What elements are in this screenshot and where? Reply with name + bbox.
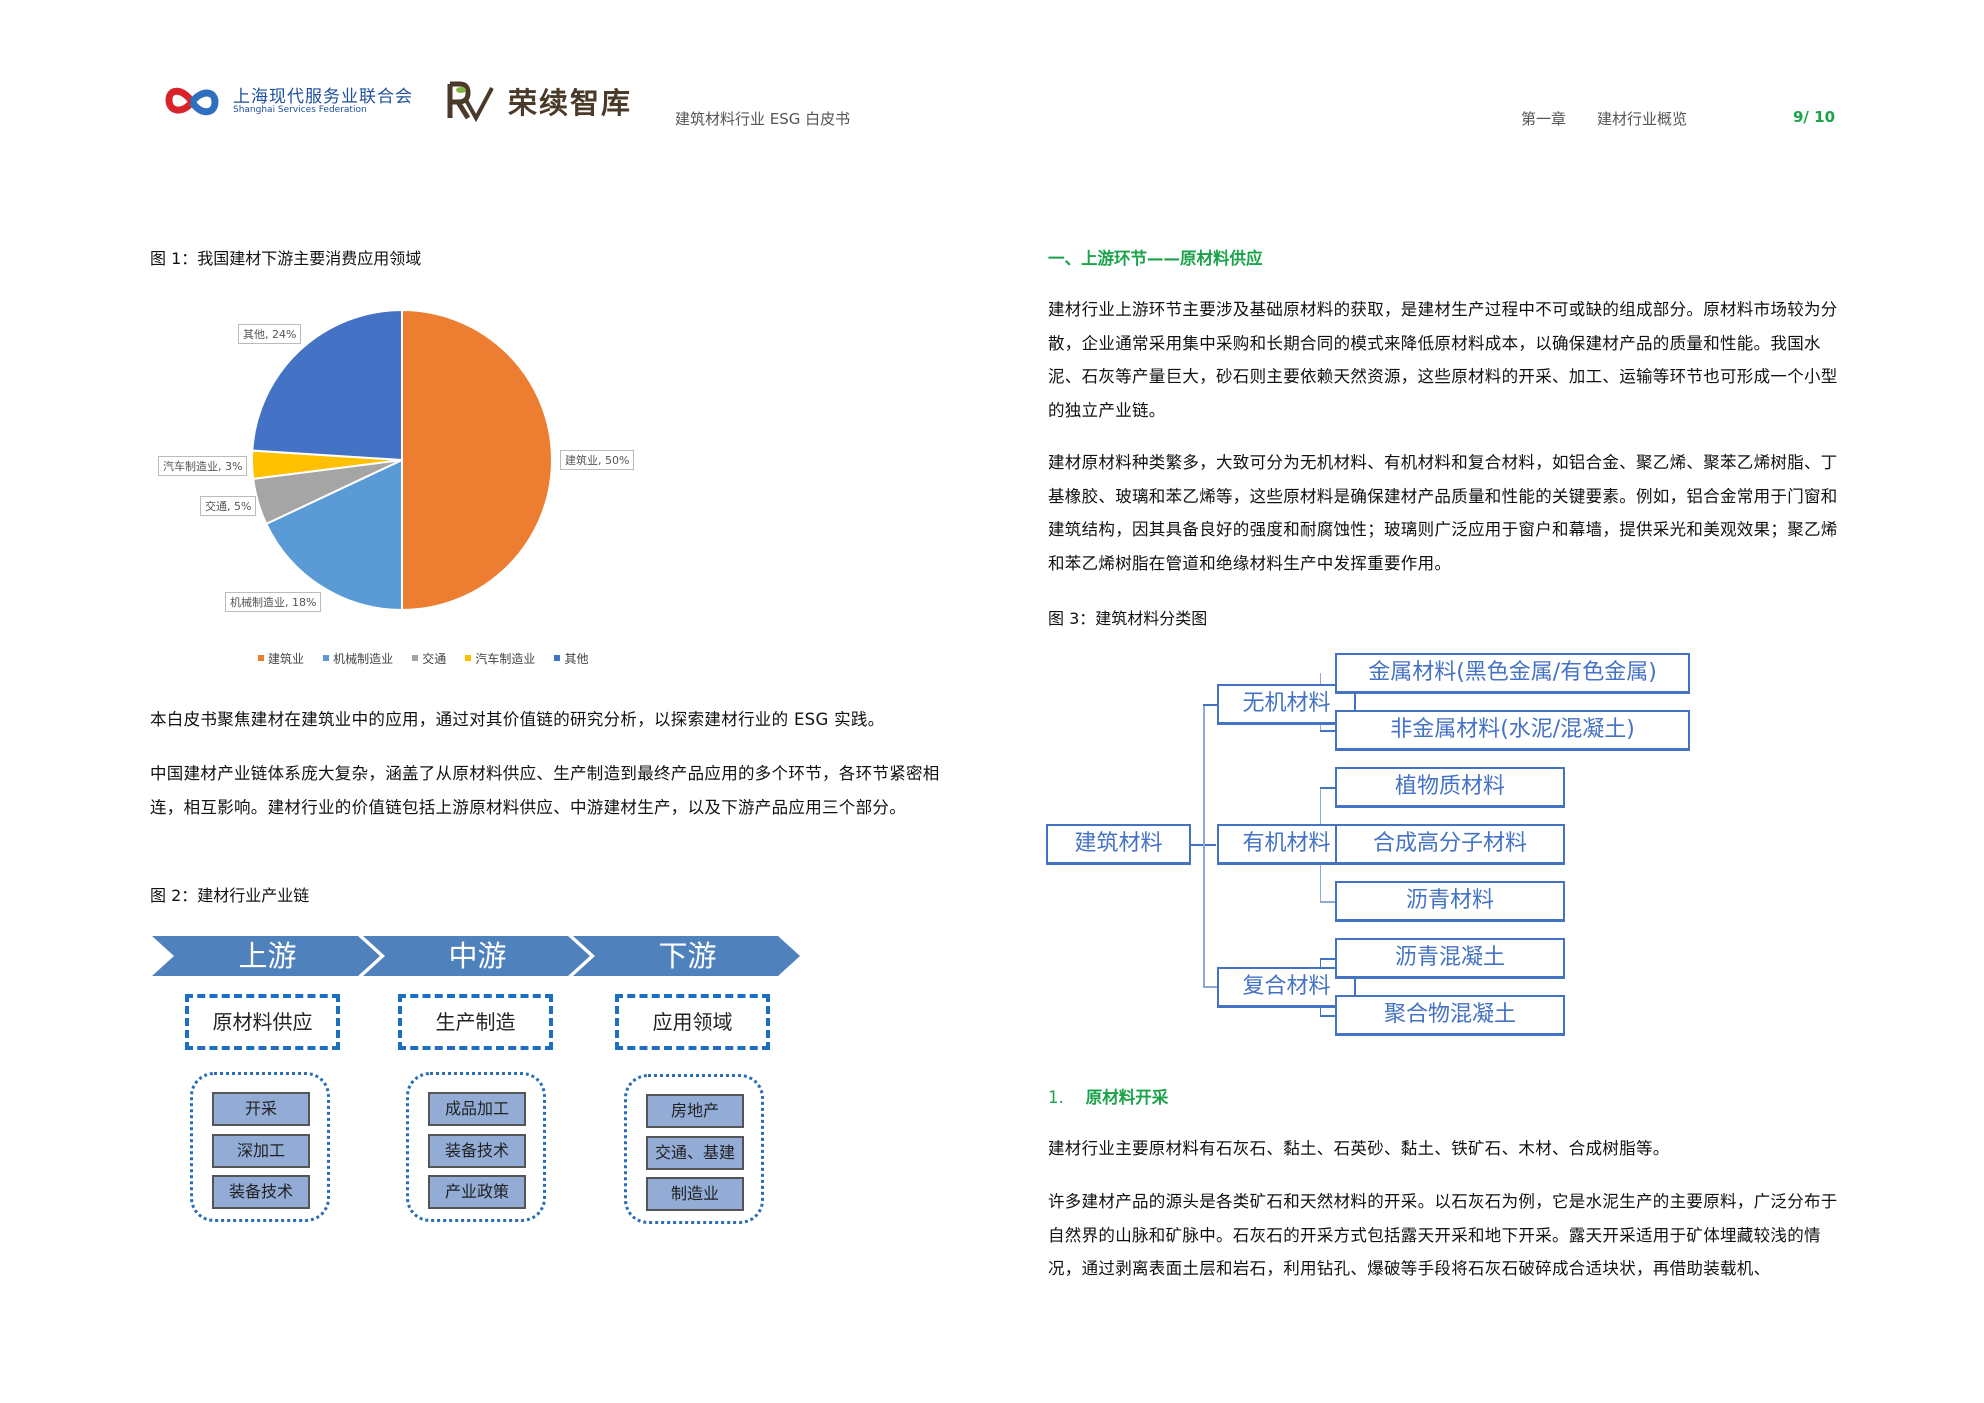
right-paragraph-4: 许多建材产品的源头是各类矿石和天然材料的开采。以石灰石为例，它是水泥生产的主要原… xyxy=(1048,1192,1838,1278)
ssf-logo: 上海现代服务业联合会 Shanghai Services Federation xyxy=(165,80,425,124)
legend-label: 建筑业 xyxy=(268,651,305,666)
chevron-arrows xyxy=(152,936,800,976)
ssf-name-cn: 上海现代服务业联合会 xyxy=(233,87,413,107)
figure2-caption: 图 2：建材行业产业链 xyxy=(150,886,310,905)
pie-label-machinery: 机械制造业, 18% xyxy=(225,592,322,612)
figure1-caption: 图 1：我国建材下游主要消费应用领域 xyxy=(150,249,422,268)
midstream-item: 装备技术 xyxy=(428,1134,526,1168)
chevron-upstream xyxy=(152,936,380,976)
document-title: 建筑材料行业 ESG 白皮书 xyxy=(675,110,851,128)
tree-connector xyxy=(1320,1015,1335,1017)
chevron-midstream xyxy=(363,936,590,976)
value-chain-diagram: 上游 中游 下游 原材料供应 生产制造 应用领域 开采 深加工 装备技术 成品加… xyxy=(150,936,810,1226)
stage-box-midstream: 生产制造 xyxy=(398,994,553,1050)
legend-swatch xyxy=(465,655,472,661)
pie-label-auto: 汽车制造业, 3% xyxy=(158,456,248,476)
chevron-downstream xyxy=(573,936,800,976)
page-number: 9/ 10 xyxy=(1793,108,1836,126)
downstream-item: 房地产 xyxy=(646,1094,744,1128)
right-paragraph-2: 建材原材料种类繁多，大致可分为无机材料、有机材料和复合材料，如铝合金、聚乙烯、聚… xyxy=(1048,453,1838,573)
tree-root: 建筑材料 xyxy=(1046,824,1191,865)
left-paragraph-2: 中国建材产业链体系庞大复杂，涵盖了从原材料供应、生产制造到最终产品应用的多个环节… xyxy=(150,764,940,817)
sub-heading: 1. 原材料开采 xyxy=(1048,1084,1168,1108)
tree-leaf: 沥青材料 xyxy=(1335,881,1565,922)
upstream-items-group: 开采 深加工 装备技术 xyxy=(190,1072,330,1222)
stage-label-downstream: 下游 xyxy=(658,939,717,973)
tree-branch-composite: 复合材料 xyxy=(1217,967,1356,1008)
tree-connector xyxy=(1320,730,1335,732)
midstream-items-group: 成品加工 装备技术 产业政策 xyxy=(406,1072,546,1222)
legend-label: 机械制造业 xyxy=(333,651,394,666)
tree-connector xyxy=(1320,958,1335,960)
tree-leaf: 聚合物混凝土 xyxy=(1335,995,1565,1036)
upstream-item: 开采 xyxy=(212,1092,310,1126)
midstream-item: 成品加工 xyxy=(428,1092,526,1126)
section-heading: 一、上游环节——原材料供应 xyxy=(1048,249,1263,268)
stage-box-upstream: 原材料供应 xyxy=(185,994,340,1050)
figure3-caption: 图 3：建筑材料分类图 xyxy=(1048,609,1208,628)
tree-connector xyxy=(1203,704,1217,706)
right-paragraph-1: 建材行业上游环节主要涉及基础原材料的获取，是建材生产过程中不可或缺的组成部分。原… xyxy=(1048,300,1838,420)
legend-item: 交通 xyxy=(412,650,446,667)
legend-label: 交通 xyxy=(422,651,447,666)
stage-label-upstream: 上游 xyxy=(238,939,297,973)
right-paragraph-3: 建材行业主要原材料有石灰石、黏土、石英砂、黏土、铁矿石、木材、合成树脂等。 xyxy=(1048,1139,1670,1158)
pie-slice-1 xyxy=(264,458,403,612)
pie-chart-svg xyxy=(251,308,553,612)
tree-connector xyxy=(1320,787,1335,789)
chapter-title: 建材行业概览 xyxy=(1597,110,1688,128)
legend-item: 机械制造业 xyxy=(323,650,393,667)
left-paragraph-1: 本白皮书聚焦建材在建筑业中的应用，通过对其价值链的研究分析，以探索建材行业的 E… xyxy=(150,710,885,729)
ssf-logo-icon xyxy=(165,87,219,116)
rongxu-logo: 荣续智库 xyxy=(446,78,646,122)
tree-connector xyxy=(1203,704,1205,987)
legend-label: 汽车制造业 xyxy=(475,651,536,666)
downstream-items-group: 房地产 交通、基建 制造业 xyxy=(624,1074,764,1224)
tree-leaf: 沥青混凝土 xyxy=(1335,938,1565,979)
tree-leaf: 金属材料(黑色金属/有色金属) xyxy=(1335,653,1690,694)
pie-slice-4 xyxy=(251,308,403,462)
legend-label: 其他 xyxy=(564,651,589,666)
rongxu-name: 荣续智库 xyxy=(508,86,633,120)
legend-item: 汽车制造业 xyxy=(465,650,535,667)
legend-swatch xyxy=(323,655,330,661)
pie-chart: 建筑业, 50% 机械制造业, 18% 交通, 5% 汽车制造业, 3% 其他,… xyxy=(150,290,650,670)
chapter-label: 第一章 xyxy=(1521,110,1567,128)
midstream-item: 产业政策 xyxy=(428,1175,526,1209)
pie-label-transport: 交通, 5% xyxy=(200,496,257,516)
upstream-item: 装备技术 xyxy=(212,1175,310,1209)
legend-item: 建筑业 xyxy=(258,650,304,667)
tree-connector xyxy=(1320,901,1335,903)
legend-swatch xyxy=(258,655,264,661)
pie-legend: 建筑业 机械制造业 交通 汽车制造业 其他 xyxy=(258,646,602,667)
tree-branch-inorganic: 无机材料 xyxy=(1217,684,1356,725)
rongxu-logo-icon xyxy=(447,81,494,122)
sub-heading-text: 原材料开采 xyxy=(1085,1088,1169,1107)
tree-leaf: 非金属材料(水泥/混凝土) xyxy=(1335,710,1690,751)
ssf-name-en: Shanghai Services Federation xyxy=(233,105,367,115)
page-header: 上海现代服务业联合会 Shanghai Services Federation … xyxy=(0,0,1984,150)
pie-slice-0 xyxy=(401,308,553,612)
tree-connector xyxy=(1203,986,1217,988)
upstream-item: 深加工 xyxy=(212,1134,310,1168)
tree-branch-organic: 有机材料 xyxy=(1217,824,1356,865)
tree-leaf: 合成高分子材料 xyxy=(1335,824,1565,865)
stage-box-downstream: 应用领域 xyxy=(615,994,770,1050)
downstream-item: 制造业 xyxy=(646,1177,744,1211)
sub-heading-number: 1. xyxy=(1048,1088,1064,1107)
tree-leaf: 植物质材料 xyxy=(1335,767,1565,808)
legend-swatch xyxy=(554,655,561,661)
legend-swatch xyxy=(412,655,419,661)
materials-tree: 建筑材料 无机材料 有机材料 复合材料 金属材料(黑色金属/有色金属) 非金属材… xyxy=(1040,640,1840,1040)
downstream-item: 交通、基建 xyxy=(646,1136,744,1170)
pie-label-other: 其他, 24% xyxy=(238,324,302,344)
pie-label-construction: 建筑业, 50% xyxy=(560,450,635,470)
stage-label-midstream: 中游 xyxy=(448,939,507,973)
legend-item: 其他 xyxy=(554,650,588,667)
